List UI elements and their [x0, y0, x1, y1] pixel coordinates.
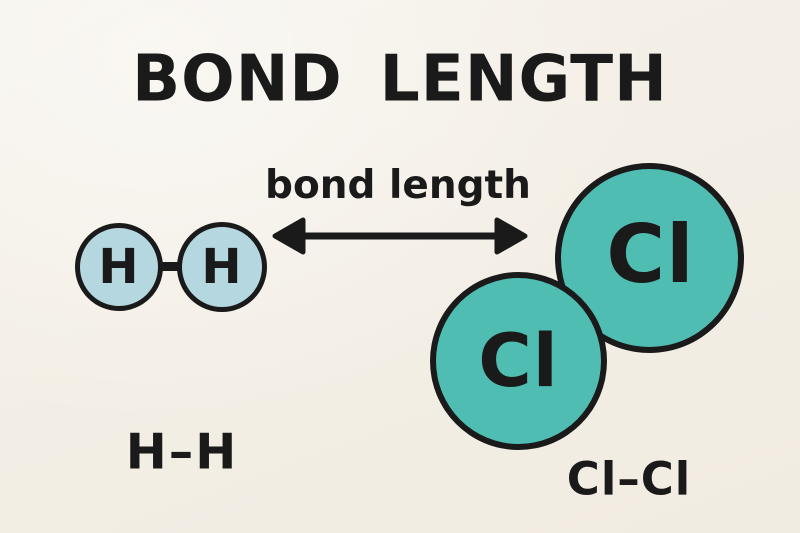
h-h-bond [150, 262, 196, 271]
page-title: BOND LENGTH [132, 41, 668, 116]
h2-formula-label: H–H [125, 423, 239, 481]
h-atom-right-symbol: H [201, 239, 243, 295]
cl2-formula-label: Cl–Cl [566, 452, 692, 506]
bond-length-label: bond length [265, 163, 531, 208]
cl-atom-left: Cl [430, 272, 607, 450]
h-atom-right: H [177, 222, 267, 312]
h-atom-left: H [75, 223, 163, 311]
cl-atom-right-symbol: Cl [606, 208, 695, 301]
cl-atom-left-symbol: Cl [478, 318, 559, 404]
h-atom-left-symbol: H [98, 239, 140, 295]
